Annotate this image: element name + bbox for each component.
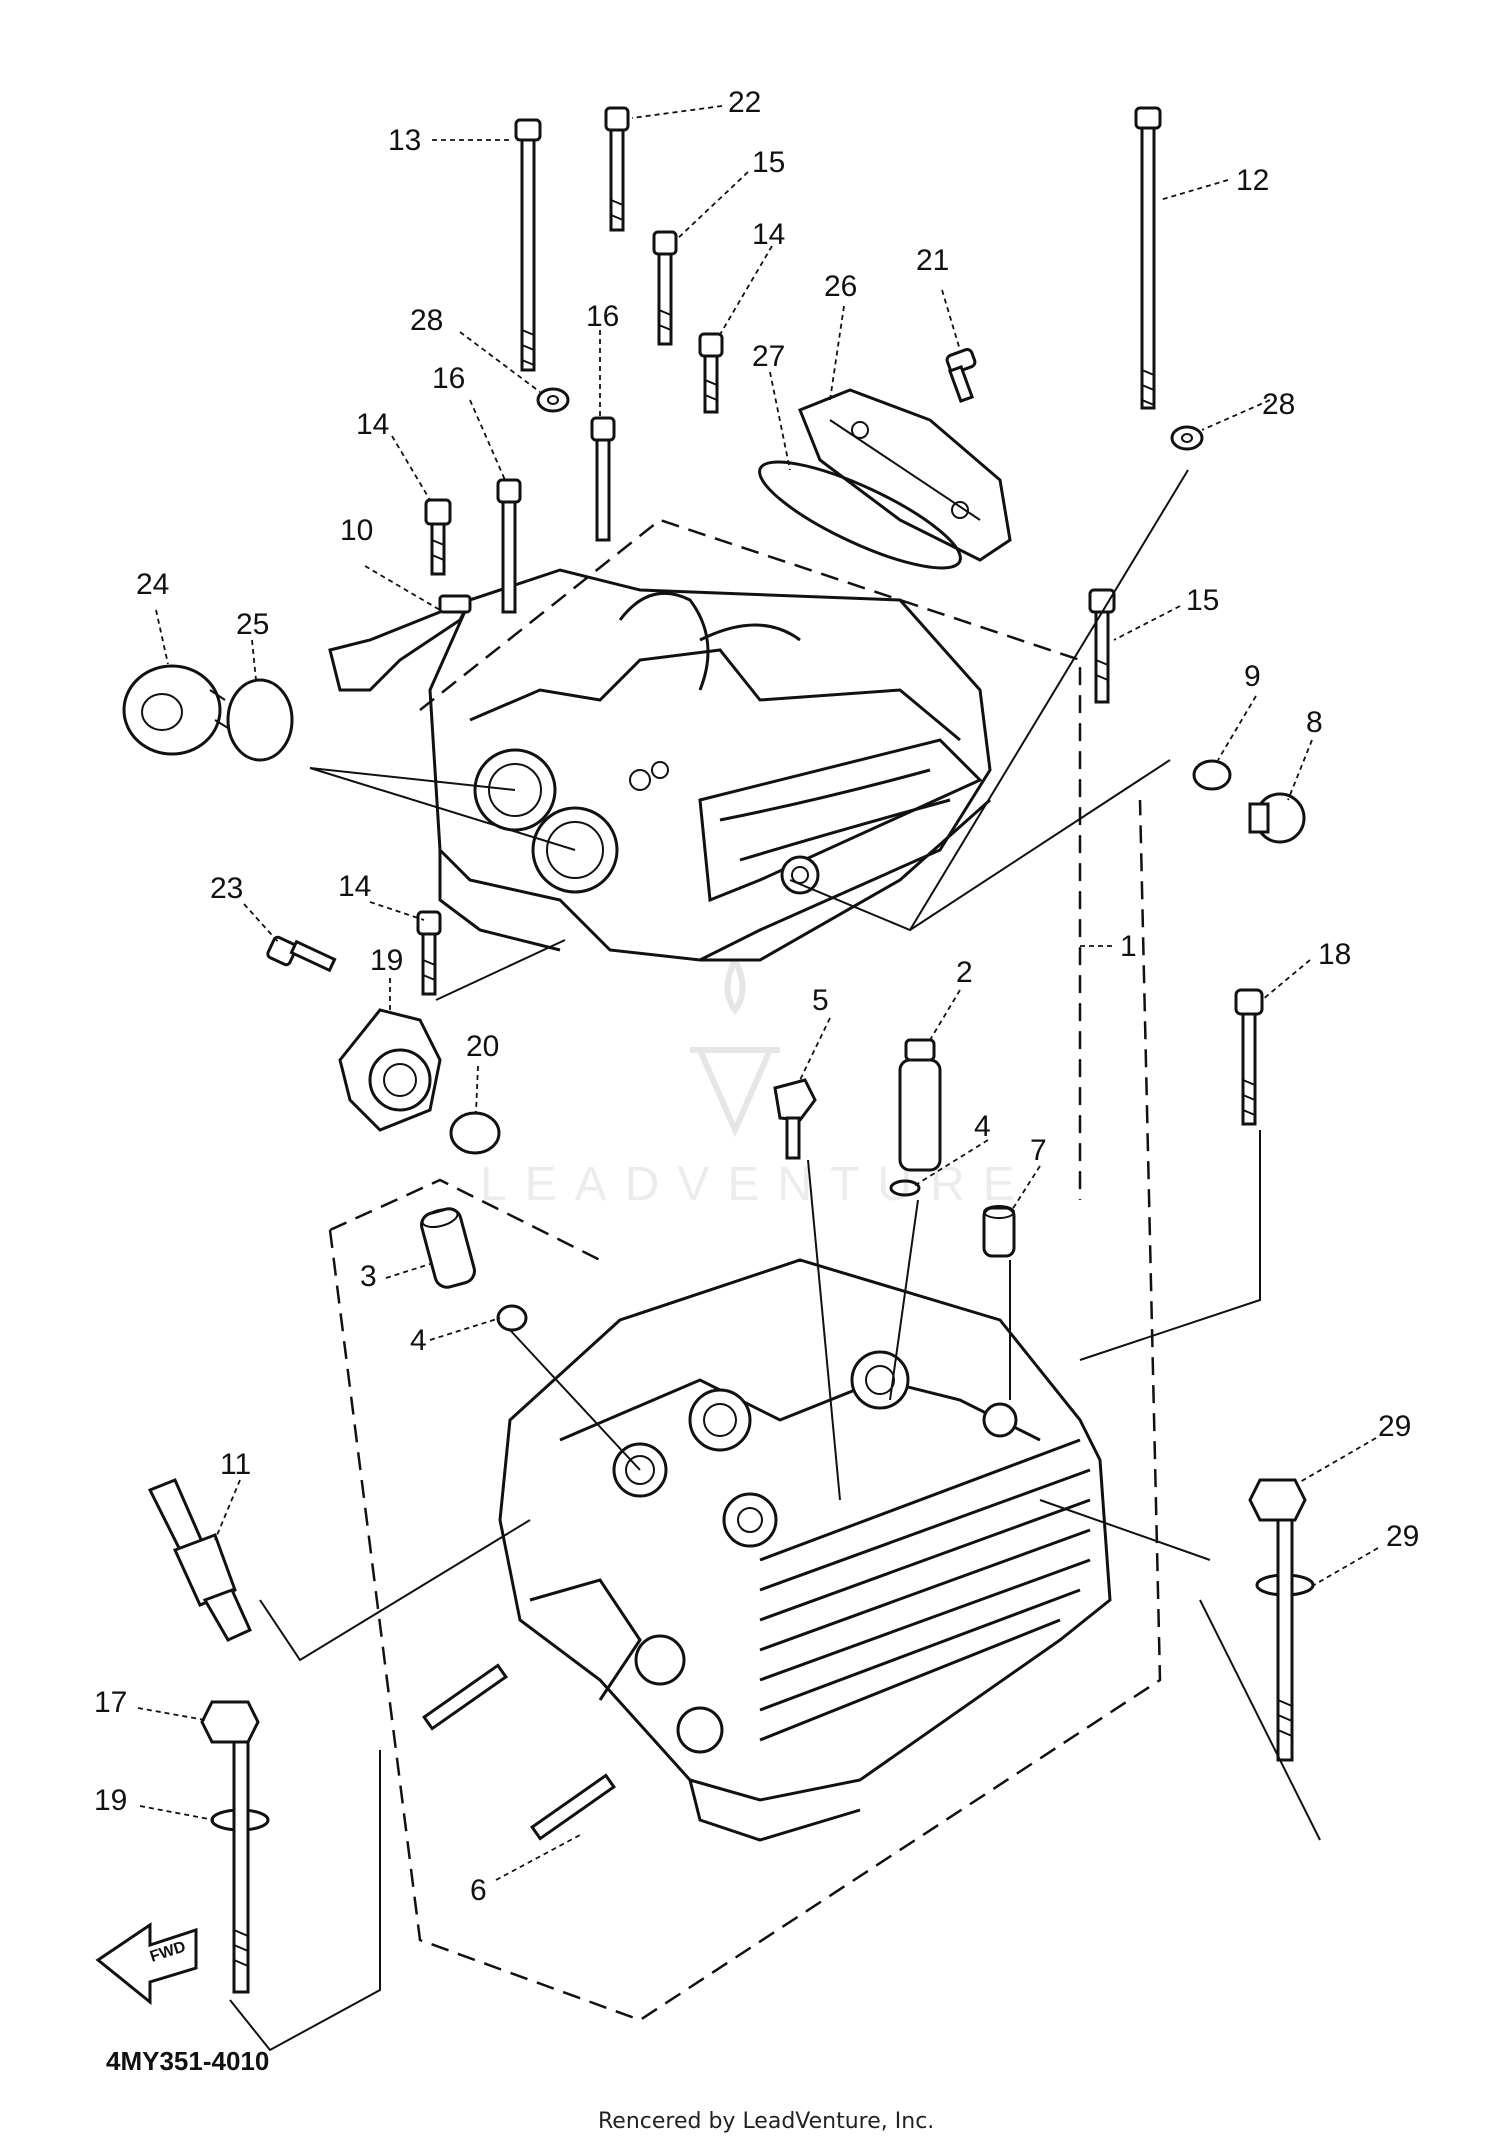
- callout-16: 16: [586, 300, 619, 333]
- washer-19-left[interactable]: [536, 387, 570, 413]
- plug-bolt-5[interactable]: [773, 1078, 817, 1160]
- callout-28: 17: [94, 1686, 127, 1719]
- gasket-23[interactable]: [748, 443, 971, 587]
- head-bolt-28-left[interactable]: [200, 1700, 270, 1994]
- head-outline-dashed: [328, 799, 1162, 2022]
- watermark-logo: [690, 958, 780, 1138]
- callout-14: 14: [752, 218, 785, 251]
- housing-outline-dashed: [419, 518, 1082, 1200]
- callout-11: 11: [220, 1448, 251, 1481]
- figure-code: 4MY351-4010: [106, 2046, 269, 2076]
- bolt-15-upper[interactable]: [652, 230, 678, 346]
- o-ring-26[interactable]: [449, 1111, 501, 1155]
- callout-15: 15: [1186, 584, 1219, 617]
- stud-6-upper[interactable]: [422, 1663, 508, 1731]
- o-ring-21[interactable]: [226, 678, 294, 762]
- callout-13: 13: [388, 124, 421, 157]
- bolt-14-lower[interactable]: [416, 910, 442, 996]
- stud-6-lower[interactable]: [530, 1773, 616, 1841]
- bolt-14-top[interactable]: [698, 332, 724, 414]
- cover-22[interactable]: [798, 388, 1012, 562]
- callout-24: 21: [916, 244, 949, 277]
- callout-10: 10: [340, 514, 373, 547]
- bolt-14-left[interactable]: [424, 498, 452, 576]
- callout-26: 20: [466, 1030, 499, 1063]
- camshaft-housing[interactable]: [428, 568, 992, 962]
- callout-20: 24: [136, 568, 169, 601]
- callout-23: 27: [752, 340, 785, 373]
- callout-16: 16: [432, 362, 465, 395]
- plug-8[interactable]: [1248, 792, 1306, 844]
- callout-1: 1: [1120, 930, 1137, 963]
- callout-numbers: 13 22 15 14 12 28 16 16 14 10 24 25 26 2…: [94, 86, 1419, 1907]
- bracket-10[interactable]: [328, 594, 474, 692]
- callout-9: 9: [1244, 660, 1261, 693]
- callout-21: 25: [236, 608, 269, 641]
- callout-19: 28: [1262, 388, 1295, 421]
- callout-28: 29: [1378, 1410, 1411, 1443]
- bolt-17[interactable]: [604, 106, 630, 232]
- callout-22: 26: [824, 270, 857, 303]
- leader-lines: [137, 105, 1379, 1881]
- dowel-pin-7[interactable]: [982, 1205, 1016, 1258]
- watermark-text: LEADVENTURE: [480, 1158, 1033, 1211]
- guide-lines: [229, 469, 1321, 2052]
- o-ring-9[interactable]: [1192, 759, 1232, 791]
- callout-5: 5: [812, 984, 829, 1017]
- bolt-27[interactable]: [266, 935, 337, 973]
- circlip-4-right[interactable]: [889, 1179, 921, 1197]
- screw-24[interactable]: [945, 348, 977, 404]
- callout-29: 29: [1386, 1520, 1419, 1553]
- callout-8: 8: [1306, 706, 1323, 739]
- bolt-16-left[interactable]: [496, 478, 522, 614]
- long-bolt-13[interactable]: [514, 118, 542, 372]
- callout-14: 14: [338, 870, 371, 903]
- callout-2: 2: [956, 956, 973, 989]
- callout-18: 18: [1318, 938, 1351, 971]
- callout-12: 12: [1236, 164, 1269, 197]
- bolt-18[interactable]: [1234, 988, 1264, 1126]
- valve-guide-2[interactable]: [898, 1038, 942, 1172]
- cap-20[interactable]: [122, 664, 229, 756]
- callout-3: 3: [360, 1260, 377, 1293]
- valve-guide-3[interactable]: [419, 1206, 477, 1290]
- callout-27: 23: [210, 872, 243, 905]
- bolt-15-right[interactable]: [1088, 588, 1116, 704]
- callout-17: 22: [728, 86, 761, 119]
- cylinder-head[interactable]: [498, 1258, 1112, 1842]
- spark-plug-11[interactable]: [147, 1478, 252, 1642]
- washer-19-right[interactable]: [1170, 425, 1204, 451]
- forward-arrow-icon: FWD: [95, 1922, 198, 2006]
- long-bolt-12[interactable]: [1134, 106, 1162, 410]
- callout-7: 7: [1030, 1134, 1047, 1167]
- callout-19: 28: [410, 304, 443, 337]
- callout-4: 4: [974, 1110, 991, 1143]
- callout-29: 19: [94, 1784, 127, 1817]
- callout-14: 14: [356, 408, 389, 441]
- circlip-4-left[interactable]: [496, 1304, 528, 1332]
- tensioner-cap-25[interactable]: [338, 1008, 442, 1132]
- callout-15: 15: [752, 146, 785, 179]
- callout-25: 19: [370, 944, 403, 977]
- callout-6: 6: [470, 1874, 487, 1907]
- head-bolt-28-right[interactable]: [1248, 1478, 1315, 1762]
- render-credit: Rencered by LeadVenture, Inc.: [598, 2109, 934, 2134]
- bolt-16-right[interactable]: [590, 416, 616, 542]
- callout-4: 4: [410, 1324, 427, 1357]
